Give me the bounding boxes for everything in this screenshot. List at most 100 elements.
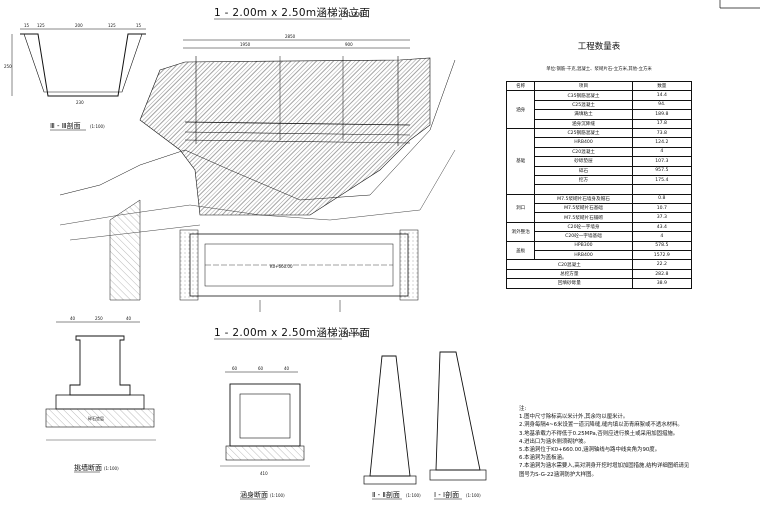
body-bottom-dim: 410: [260, 471, 268, 476]
section-3-drawing: 15 125 200 125 15 250 230 Ⅲ - Ⅲ剖面 (1:100…: [4, 23, 146, 131]
plan-drawing: K0+660.00: [179, 229, 419, 312]
sec3-bottom: 230: [76, 100, 84, 105]
item-cell: C20砼一字墙基础: [534, 231, 633, 242]
wing-dim-1: 40: [70, 316, 76, 321]
qty-cell: 1572.9: [631, 250, 693, 261]
qty-cell: 0.8: [631, 193, 693, 205]
note-line: 4.进出口为涵水侧须砌护坡。: [519, 438, 589, 445]
item-cell: HRB400: [534, 250, 633, 261]
section-2-title: Ⅱ - Ⅱ剖面: [372, 490, 400, 499]
item-cell: 满填粘土: [534, 109, 633, 120]
body-dim-1: 60: [232, 366, 238, 371]
body-section-drawing: 60 60 40 410 涵身断面 (1:100): [220, 366, 310, 500]
elevation-drawing: 2850 1950 900: [59, 34, 456, 301]
wing-dim-2: 250: [95, 316, 103, 321]
plan-station: K0+660.00: [270, 264, 293, 269]
body-section-title: 涵身断面: [240, 490, 268, 499]
qty-cell: 94.: [631, 99, 693, 111]
wing-section-scale: (1:100): [104, 466, 119, 471]
item-cell: 砂砾垫层: [534, 156, 633, 167]
header-item: 项目: [534, 80, 633, 92]
note-line: 7.本涵洞为涵水需要入,高对洞身开挖时增加加固措施,结构详细图纸请见: [519, 463, 690, 470]
qty-cell: 73.8: [631, 127, 693, 139]
body-dim-3: 40: [284, 366, 290, 371]
notes-block: 注: 1.图中尺寸除标高以米计外,其余均以厘米计。 2.洞身每隔4~6米设置一道…: [519, 405, 755, 479]
section-1-scale: (1:100): [466, 493, 481, 498]
header-name: 名称: [505, 80, 536, 92]
body-section-scale: (1:100): [270, 493, 285, 498]
section-1-title: Ⅰ - Ⅰ剖面: [434, 490, 459, 499]
table-row: [507, 184, 693, 195]
total-label-cell: C20混凝土: [506, 259, 633, 270]
note-line: 6.本涵洞为盖板涵。: [519, 455, 568, 462]
wing-dim-3: 40: [126, 316, 132, 321]
total-qty-cell: 282.8: [631, 268, 693, 280]
quantity-table-title: 工程数量表: [577, 42, 621, 52]
section-2-scale: (1:100): [406, 493, 421, 498]
section-3-title: Ⅲ - Ⅲ剖面: [50, 121, 81, 130]
body-dim-2: 60: [258, 366, 264, 371]
elev-dim-right: 900: [345, 42, 353, 47]
group-cell: 洞外整治: [505, 221, 536, 242]
item-cell: C25混凝土: [534, 99, 633, 111]
sec3-dim-2: 125: [37, 23, 45, 28]
group-cell: 盖板: [505, 240, 536, 261]
quantity-table-unit: 单位:钢筋-千克,混凝土、浆砌片石-立方米,其他-立方米: [546, 67, 652, 72]
section-2-drawing: Ⅱ - Ⅱ剖面 (1:100): [363, 355, 421, 500]
elevation-scale: (1:200): [346, 12, 364, 18]
notes-heading: 注:: [519, 406, 527, 412]
qty-cell: 17.8: [631, 118, 693, 129]
total-label-cell: 总挖方量: [506, 268, 633, 280]
qty-cell: [631, 184, 693, 195]
sec3-dim-1: 15: [24, 23, 30, 28]
qty-cell: 107.3: [631, 156, 693, 167]
table-header-row: 名称 项目 数量: [505, 80, 693, 92]
qty-cell: 957.5: [631, 165, 693, 176]
plan-title: 1 - 2.00m x 2.50m涵梯涵平面: [214, 326, 370, 339]
item-cell: C20混凝土: [534, 146, 633, 158]
group-cell: 基础: [505, 127, 536, 195]
sheet-frame: [719, 0, 760, 9]
total-qty-cell: 38.9: [631, 278, 693, 289]
note-line: 2.洞身每隔4~6米设置一道沉降缝,缝内填以沥青麻絮或不透水材料。: [519, 422, 683, 429]
item-cell: HRB400: [534, 137, 633, 148]
wing-section-drawing: 40 250 40 碎石垫层 挑墙断面 (1:100): [45, 316, 156, 473]
qty-cell: 37.3: [631, 212, 693, 223]
item-cell: C20砼一字墙身: [534, 221, 633, 233]
item-cell: HPB300: [534, 240, 633, 252]
qty-cell: 43.4: [631, 221, 693, 233]
item-cell: M7.5浆砌片石铺砌: [534, 212, 633, 223]
note-line: 1.图中尺寸除标高以米计外,其余均以厘米计。: [519, 414, 629, 421]
section-3-scale: (1:100): [90, 124, 105, 129]
item-cell: [534, 184, 633, 195]
qty-cell: 124.2: [631, 137, 693, 148]
item-cell: C35钢筋混凝土: [534, 90, 633, 101]
plan-scale: (1:200): [346, 332, 364, 338]
sec3-dim-5: 15: [136, 23, 142, 28]
sec3-dim-3: 200: [75, 23, 83, 28]
note-line: 图号为S-G-22涵洞防护大样图。: [519, 471, 597, 478]
item-cell: 碎石: [534, 165, 633, 176]
sec3-height: 250: [4, 64, 12, 69]
qty-cell: 578.5: [631, 240, 693, 252]
group-cell: 洞口: [505, 193, 536, 223]
qty-cell: 14.4: [631, 90, 693, 101]
